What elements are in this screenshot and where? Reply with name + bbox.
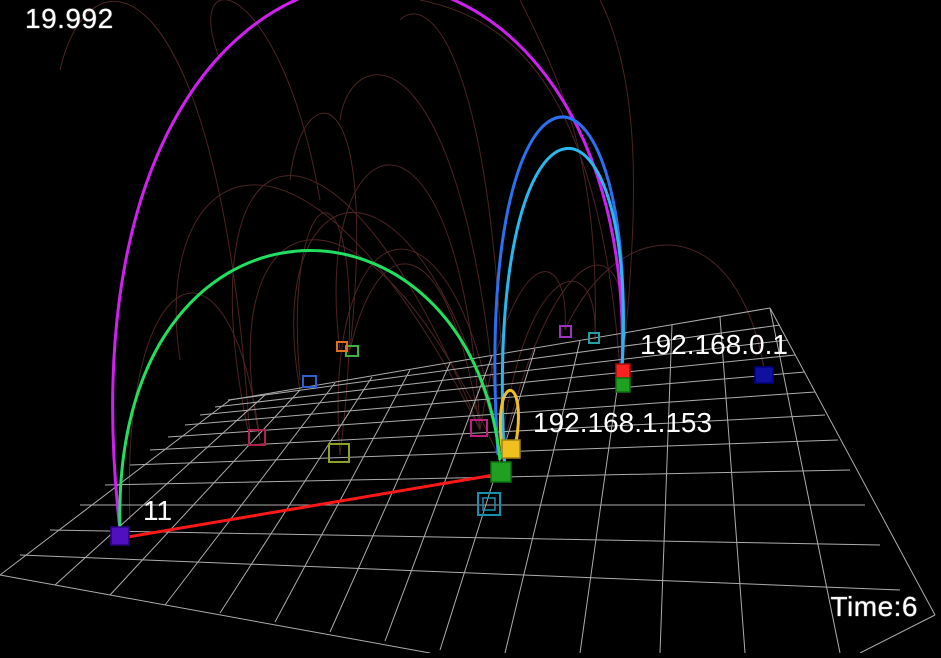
arc-yellow — [498, 388, 520, 456]
node-cube-small-teal[interactable] — [588, 332, 600, 344]
node-cube-olive[interactable] — [328, 443, 350, 463]
node-cube-teal[interactable] — [477, 492, 501, 516]
node-cube-green[interactable] — [490, 461, 512, 483]
node-cube-small-purple[interactable] — [559, 325, 572, 338]
traffic-arcs — [111, 0, 625, 531]
node-cube-small-orange[interactable] — [336, 341, 348, 352]
node-cube-magenta[interactable] — [470, 419, 488, 437]
arc-cyan — [500, 146, 625, 471]
label-host-a: 192.168.0.1 — [640, 329, 788, 360]
node-cube-small-blue[interactable] — [302, 375, 317, 388]
label-port: 11 — [143, 495, 172, 526]
node-cube-crimson[interactable] — [248, 429, 266, 446]
red-link — [121, 472, 501, 540]
time-readout: Time:6 — [830, 591, 918, 622]
node-cubes[interactable] — [110, 325, 774, 546]
arc-green — [118, 249, 502, 531]
node-cube-purple[interactable] — [110, 526, 130, 546]
node-cube-yellow[interactable] — [501, 439, 521, 459]
label-host-b: 192.168.1.153 — [533, 407, 712, 438]
top-value-readout: 19.992 — [25, 3, 114, 34]
node-cube-blue[interactable] — [754, 366, 774, 384]
node-cube-red[interactable] — [615, 363, 631, 393]
